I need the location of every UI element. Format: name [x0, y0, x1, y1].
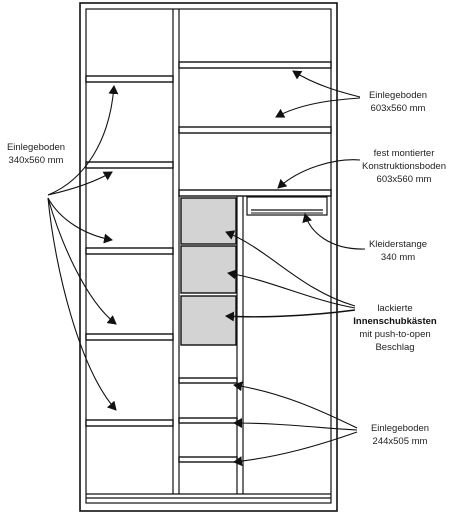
label-rail-line1: Kleiderstange: [369, 239, 427, 250]
label-bottom-right-shelf: Einlegeboden 244x505 mm: [371, 423, 429, 447]
leader-arrows: [47, 70, 366, 467]
label-left-line2: 340x560 mm: [9, 155, 64, 166]
label-rail-line2: 340 mm: [381, 252, 415, 263]
left-shelves: [85, 75, 174, 427]
right-upper-shelves: [178, 61, 332, 197]
label-construction-line1: fest montierter: [374, 148, 435, 159]
label-top-right-shelf: Einlegeboden 603x560 mm: [369, 90, 427, 114]
label-drawers-line3: mit push-to-open: [359, 329, 430, 340]
label-bottom-right-line1: Einlegeboden: [371, 423, 429, 434]
small-shelves: [178, 377, 238, 463]
label-drawers-line2: Innenschubkästen: [353, 316, 437, 327]
label-drawers-line1: lackierte: [377, 303, 412, 314]
label-construction-shelf: fest montierter Konstruktionsboden 603x5…: [362, 148, 446, 185]
label-left-line1: Einlegeboden: [7, 142, 65, 153]
label-drawers-line4: Beschlag: [375, 342, 414, 353]
label-bottom-right-line2: 244x505 mm: [373, 436, 428, 447]
label-left-shelf: Einlegeboden 340x560 mm: [7, 142, 65, 166]
label-construction-line2: Konstruktionsboden: [362, 161, 446, 172]
inner-drawers: [180, 197, 237, 346]
clothes-rail: [246, 196, 328, 216]
label-top-right-line2: 603x560 mm: [371, 103, 426, 114]
label-clothes-rail: Kleiderstange 340 mm: [369, 239, 427, 263]
label-drawers: lackierte Innenschubkästen mit push-to-o…: [353, 303, 437, 353]
label-construction-line3: 603x560 mm: [377, 174, 432, 185]
label-top-right-line1: Einlegeboden: [369, 90, 427, 101]
